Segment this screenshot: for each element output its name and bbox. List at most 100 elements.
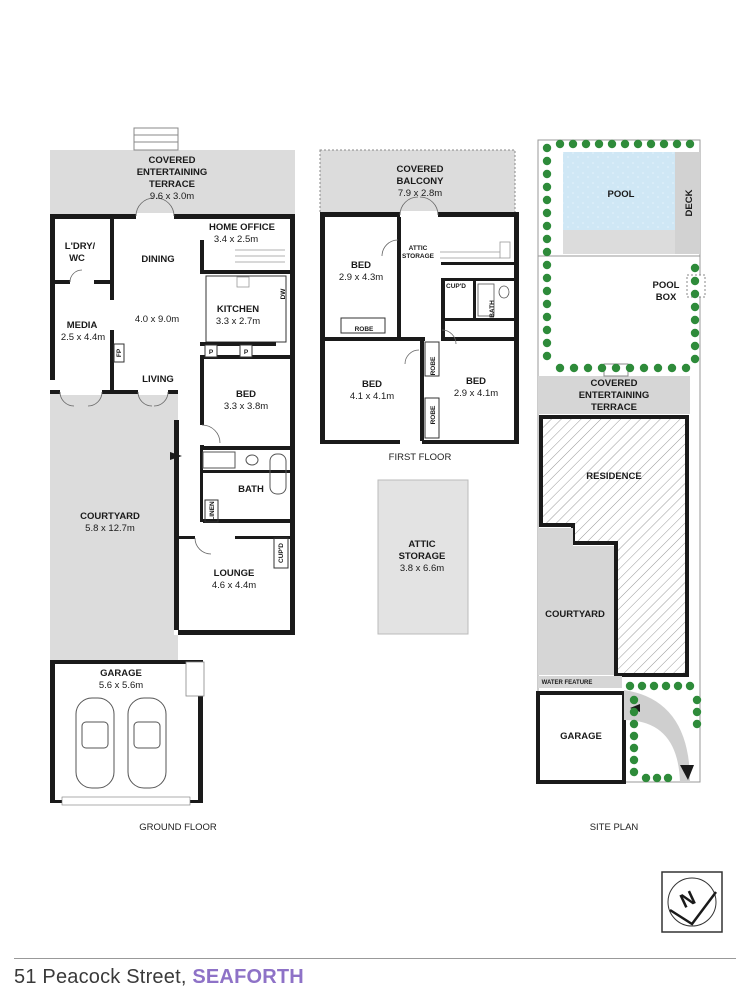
gf-stairs [235, 249, 285, 288]
ff-bed-3-dims: 2.9 x 4.1m [454, 388, 498, 399]
footer-address: 51 Peacock Street, [14, 966, 193, 988]
ff-caption: FIRST FLOOR [389, 452, 452, 463]
hedge-tree [663, 773, 673, 783]
gf-terrace-dims: 9.6 x 3.0m [150, 191, 194, 202]
site-terrace-label-3: TERRACE [591, 402, 637, 413]
hedge-tree [629, 755, 639, 765]
hedge-tree [581, 139, 591, 149]
ff-cupboard-label: CUP'D [446, 283, 466, 290]
ff-bed-1-label: BED [351, 260, 371, 271]
hedge-tree [690, 328, 700, 338]
site-garage [536, 691, 626, 784]
ff-door-swings [381, 196, 457, 365]
site-deck-label: DECK [684, 189, 695, 216]
hedge-tree [542, 182, 552, 192]
hedge-tree [568, 139, 578, 149]
site-courtyard-label: COURTYARD [545, 609, 605, 620]
site-deck [675, 152, 700, 254]
ff-bed-3-label: BED [466, 376, 486, 387]
hedge-tree [639, 363, 649, 373]
ff-robe-2-label: ROBE [430, 356, 437, 375]
hedge-tree [542, 195, 552, 205]
hedge-tree [542, 338, 552, 348]
room-labels: COVERED ENTERTAINING TERRACE 9.6 x 3.0m … [61, 155, 695, 833]
hedge-tree [542, 260, 552, 270]
gf-office-dims: 3.4 x 2.5m [214, 234, 258, 245]
gf-garage-dims: 5.6 x 5.6m [99, 680, 143, 691]
hedge-tree [629, 731, 639, 741]
hedge-tree [542, 234, 552, 244]
gf-bed-label: BED [236, 389, 256, 400]
site-pool-label: POOL [608, 189, 635, 200]
hedge-tree [661, 681, 671, 691]
gf-terrace-label-3: TERRACE [149, 179, 195, 190]
site-pool-water [563, 152, 675, 230]
hedge-tree [653, 363, 663, 373]
site-pool-box-label-1: POOL [653, 280, 680, 291]
hedge-tree [542, 143, 552, 153]
site-pool-box-label-2: BOX [656, 292, 677, 303]
hedge-tree [542, 325, 552, 335]
hedge-tree [555, 363, 565, 373]
hedge-tree [629, 767, 639, 777]
hedge-tree [594, 139, 604, 149]
ff-bed-2-dims: 4.1 x 4.1m [350, 391, 394, 402]
hedge-tree [542, 156, 552, 166]
hedge-tree [633, 139, 643, 149]
gf-wall-courtyard [174, 420, 179, 635]
ff-bed-2-label: BED [362, 379, 382, 390]
hedge-tree [542, 351, 552, 361]
gf-steps [133, 127, 179, 151]
ff-bath-fixtures [477, 283, 510, 317]
ff-stairs [440, 241, 511, 259]
hedge-tree [673, 681, 683, 691]
ff-balcony-label-1: COVERED [397, 164, 444, 175]
gf-courtyard-area [50, 392, 178, 660]
hedge-tree [607, 139, 617, 149]
footer-divider [14, 958, 736, 959]
gf-caption: GROUND FLOOR [139, 822, 217, 833]
hedge-tree [690, 341, 700, 351]
gf-lounge-dims: 4.6 x 4.4m [212, 580, 256, 591]
ff-attic-small-label-1: ATTIC [409, 245, 428, 252]
gf-linen-label: LINEN [209, 501, 216, 521]
gf-kitchen-dims: 3.3 x 2.7m [216, 316, 260, 327]
footer-address-line: 51 Peacock Street, SEAFORTH [14, 966, 304, 989]
hedge-tree [685, 139, 695, 149]
ff-attic-label-2: STORAGE [399, 551, 446, 562]
ff-robe-3-label: ROBE [430, 405, 437, 424]
hedge-tree [542, 286, 552, 296]
hedge-tree [690, 263, 700, 273]
hedge-tree [646, 139, 656, 149]
hedge-tree [583, 363, 593, 373]
north-compass-icon: N [661, 871, 723, 933]
site-garage-label: GARAGE [560, 731, 602, 742]
ff-attic-dims: 3.8 x 6.6m [400, 563, 444, 574]
hedge-tree [555, 139, 565, 149]
gf-dining-label: DINING [141, 254, 174, 265]
footer-suburb: SEAFORTH [192, 966, 304, 988]
site-residence-label: RESIDENCE [586, 471, 641, 482]
site-caption: SITE PLAN [590, 822, 639, 833]
hedge-tree [542, 273, 552, 283]
gf-office-label: HOME OFFICE [209, 222, 275, 233]
site-terrace-label-1: COVERED [591, 378, 638, 389]
gf-wall-west [50, 214, 55, 394]
hedge-tree [641, 773, 651, 783]
gf-bath-label: BATH [238, 484, 264, 495]
gf-cupboard-label: CUP'D [278, 543, 285, 563]
gf-terrace-area [50, 150, 295, 216]
hedge-tree [569, 363, 579, 373]
gf-living-dims: 4.0 x 9.0m [135, 314, 179, 325]
gf-courtyard-dims: 5.8 x 12.7m [85, 523, 135, 534]
hedge-tree [690, 302, 700, 312]
hedge-tree [692, 695, 702, 705]
gf-living-label: LIVING [142, 374, 174, 385]
hedge-tree [597, 363, 607, 373]
hedge-tree [637, 681, 647, 691]
ff-balcony-area [320, 150, 515, 214]
site-plan [536, 139, 706, 784]
gf-kitchen-label: KITCHEN [217, 304, 259, 315]
hedge-tree [629, 707, 639, 717]
hedge-tree [629, 719, 639, 729]
